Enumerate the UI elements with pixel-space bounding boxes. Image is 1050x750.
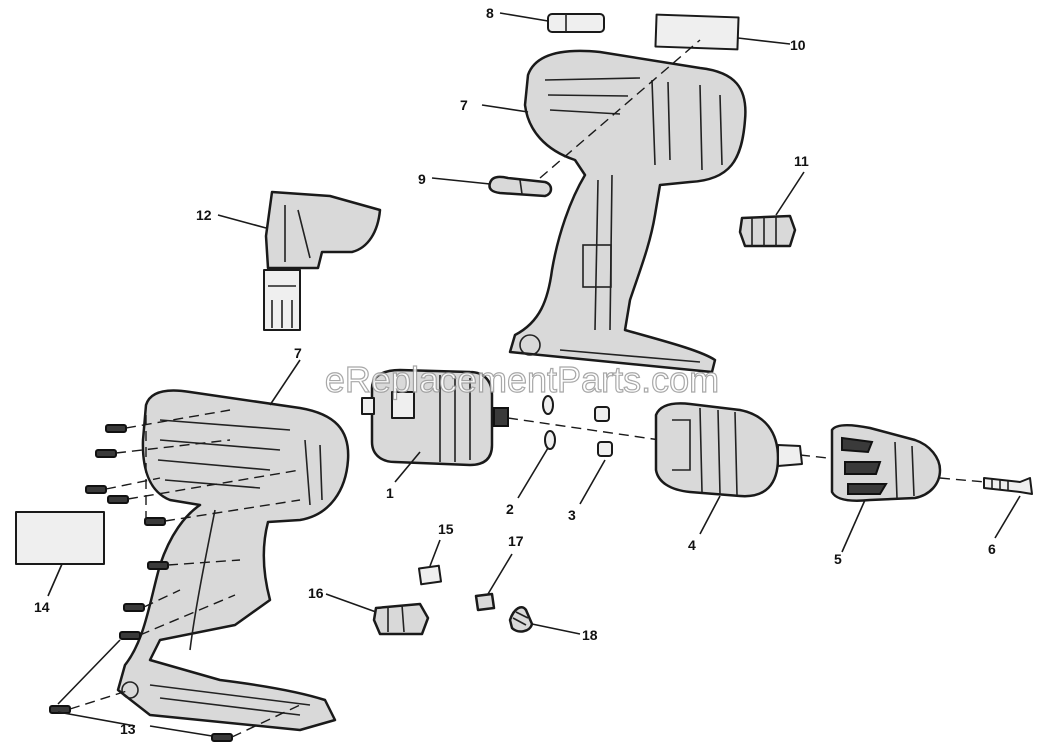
callout-14: 14	[34, 599, 50, 615]
part-8-pin	[499, 12, 605, 33]
callout-10: 10	[790, 37, 806, 53]
part-14-label	[15, 511, 105, 597]
part-12-trigger-switch	[217, 190, 382, 331]
axis-centerline-right	[799, 454, 829, 459]
callout-13: 13	[120, 721, 136, 737]
callout-1: 1	[386, 485, 394, 501]
callout-17: 17	[508, 533, 524, 549]
callout-11: 11	[794, 153, 809, 169]
part-4-gearbox	[654, 402, 803, 535]
callout-5: 5	[834, 551, 842, 567]
housing-alignment-line	[539, 39, 701, 179]
part-11-slider	[738, 171, 805, 248]
watermark: eReplacementParts.com	[325, 359, 719, 400]
screw	[105, 424, 127, 433]
screw	[123, 603, 145, 612]
screw	[147, 561, 169, 570]
part-15-small-plate	[417, 539, 443, 586]
callout-12: 12	[196, 207, 212, 223]
screw	[211, 733, 233, 742]
part-5-chuck	[830, 424, 942, 553]
part-1-motor	[361, 368, 509, 483]
part-16-latch	[325, 593, 430, 636]
part-3-pins	[579, 406, 613, 505]
callout-15: 15	[438, 521, 454, 537]
callout-18: 18	[582, 627, 598, 643]
part-6-chuck-screw	[983, 477, 1033, 539]
screw	[95, 449, 117, 458]
callout-7-top: 7	[460, 97, 468, 113]
screw	[85, 485, 107, 494]
axis-centerline	[507, 417, 661, 441]
part-18-spring	[508, 606, 581, 635]
part-7-housing-right	[481, 49, 747, 374]
callout-4: 4	[688, 537, 696, 553]
part-13-screws	[49, 409, 301, 742]
part-7-housing-left	[116, 359, 350, 732]
screw	[144, 517, 166, 526]
callout-3: 3	[568, 507, 576, 523]
callout-6: 6	[988, 541, 996, 557]
part-2-washers	[517, 395, 556, 499]
part-10-label	[654, 13, 791, 51]
screw	[119, 631, 141, 640]
callout-2: 2	[506, 501, 514, 517]
part-9-direction-switch	[431, 175, 553, 198]
callout-7-bottom: 7	[294, 345, 302, 361]
part-17-clip	[474, 553, 513, 612]
callout-16: 16	[308, 585, 324, 601]
callout-8: 8	[486, 5, 494, 21]
callout-9: 9	[418, 171, 426, 187]
screw	[107, 495, 129, 504]
axis-centerline-chuck	[939, 477, 986, 483]
